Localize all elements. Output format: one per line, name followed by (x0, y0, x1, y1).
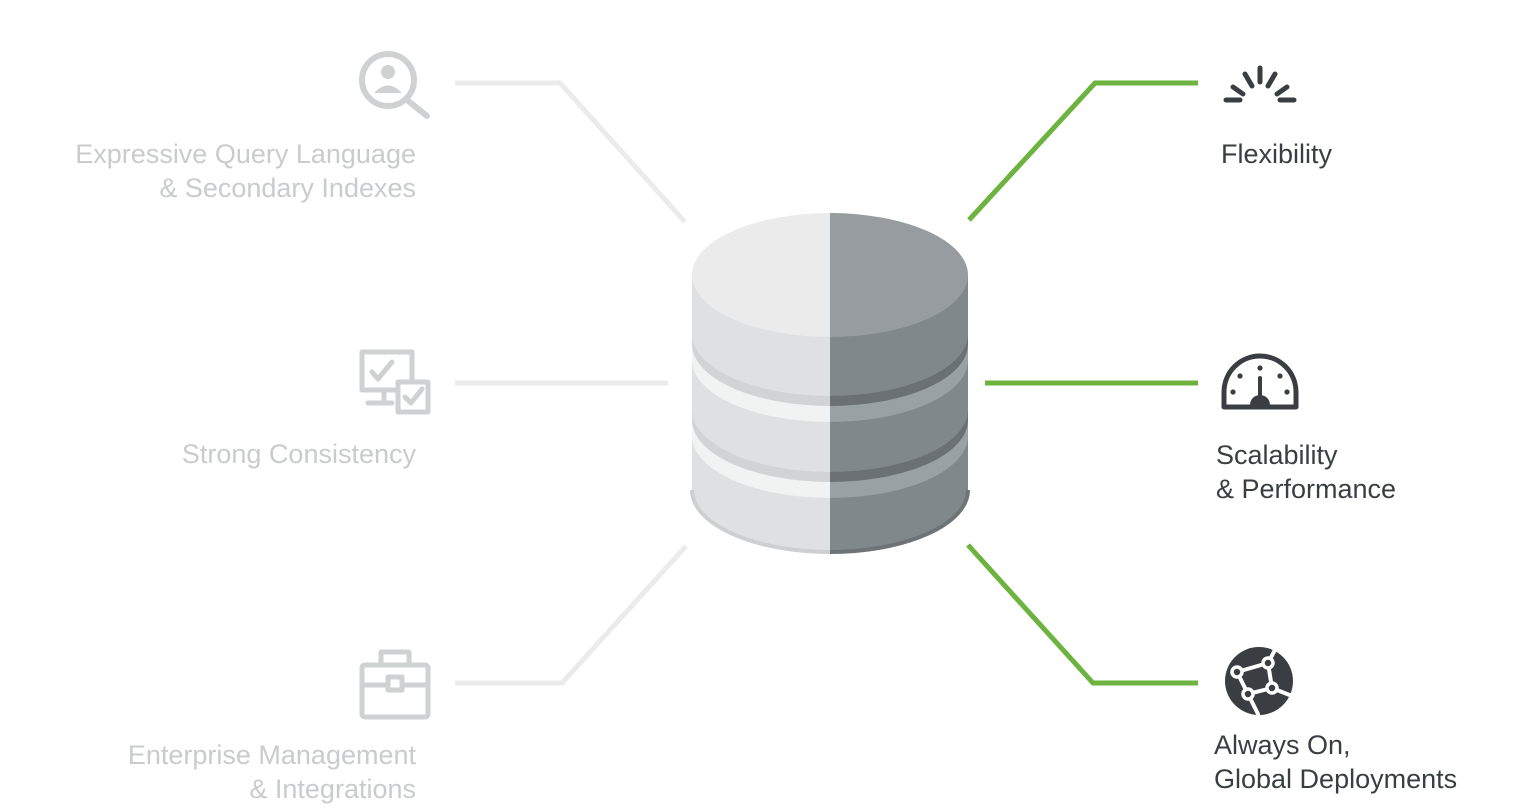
feature-label-enterprise-line2: & Integrations (249, 774, 416, 804)
magnifier-person-icon (359, 51, 430, 119)
feature-label-flexibility-line1: Flexibility (1221, 139, 1333, 169)
feature-label-scalability: Scalability & Performance (1216, 438, 1396, 506)
speedometer-icon (1221, 353, 1299, 410)
feature-label-always-on-line1: Always On, (1214, 730, 1351, 760)
feature-label-always-on: Always On, Global Deployments (1214, 728, 1457, 796)
feature-label-consistency: Strong Consistency (182, 437, 416, 471)
feature-label-query: Expressive Query Language & Secondary In… (75, 137, 416, 205)
feature-label-always-on-line2: Global Deployments (1214, 764, 1458, 794)
feature-label-query-line1: Expressive Query Language (75, 139, 416, 169)
connector-line-always-on (966, 543, 1198, 686)
feature-label-enterprise-line1: Enterprise Management (127, 740, 416, 770)
feature-label-enterprise: Enterprise Management & Integrations (128, 738, 416, 806)
connector-line-query (455, 80, 687, 224)
database-cylinder-icon (690, 213, 970, 554)
feature-label-flexibility: Flexibility (1221, 137, 1332, 171)
feature-label-scalability-line2: & Performance (1216, 474, 1397, 504)
connector-line-enterprise (455, 544, 688, 686)
globe-network-icon (1225, 646, 1294, 716)
feature-label-consistency-line1: Strong Consistency (181, 439, 416, 469)
feature-label-scalability-line1: Scalability (1216, 440, 1338, 470)
toolbox-icon (359, 649, 431, 720)
feature-label-query-line2: & Secondary Indexes (159, 173, 416, 203)
checklist-monitor-icon (359, 349, 431, 415)
burst-rays-icon (1223, 65, 1297, 103)
connector-line-flexibility (967, 80, 1198, 222)
